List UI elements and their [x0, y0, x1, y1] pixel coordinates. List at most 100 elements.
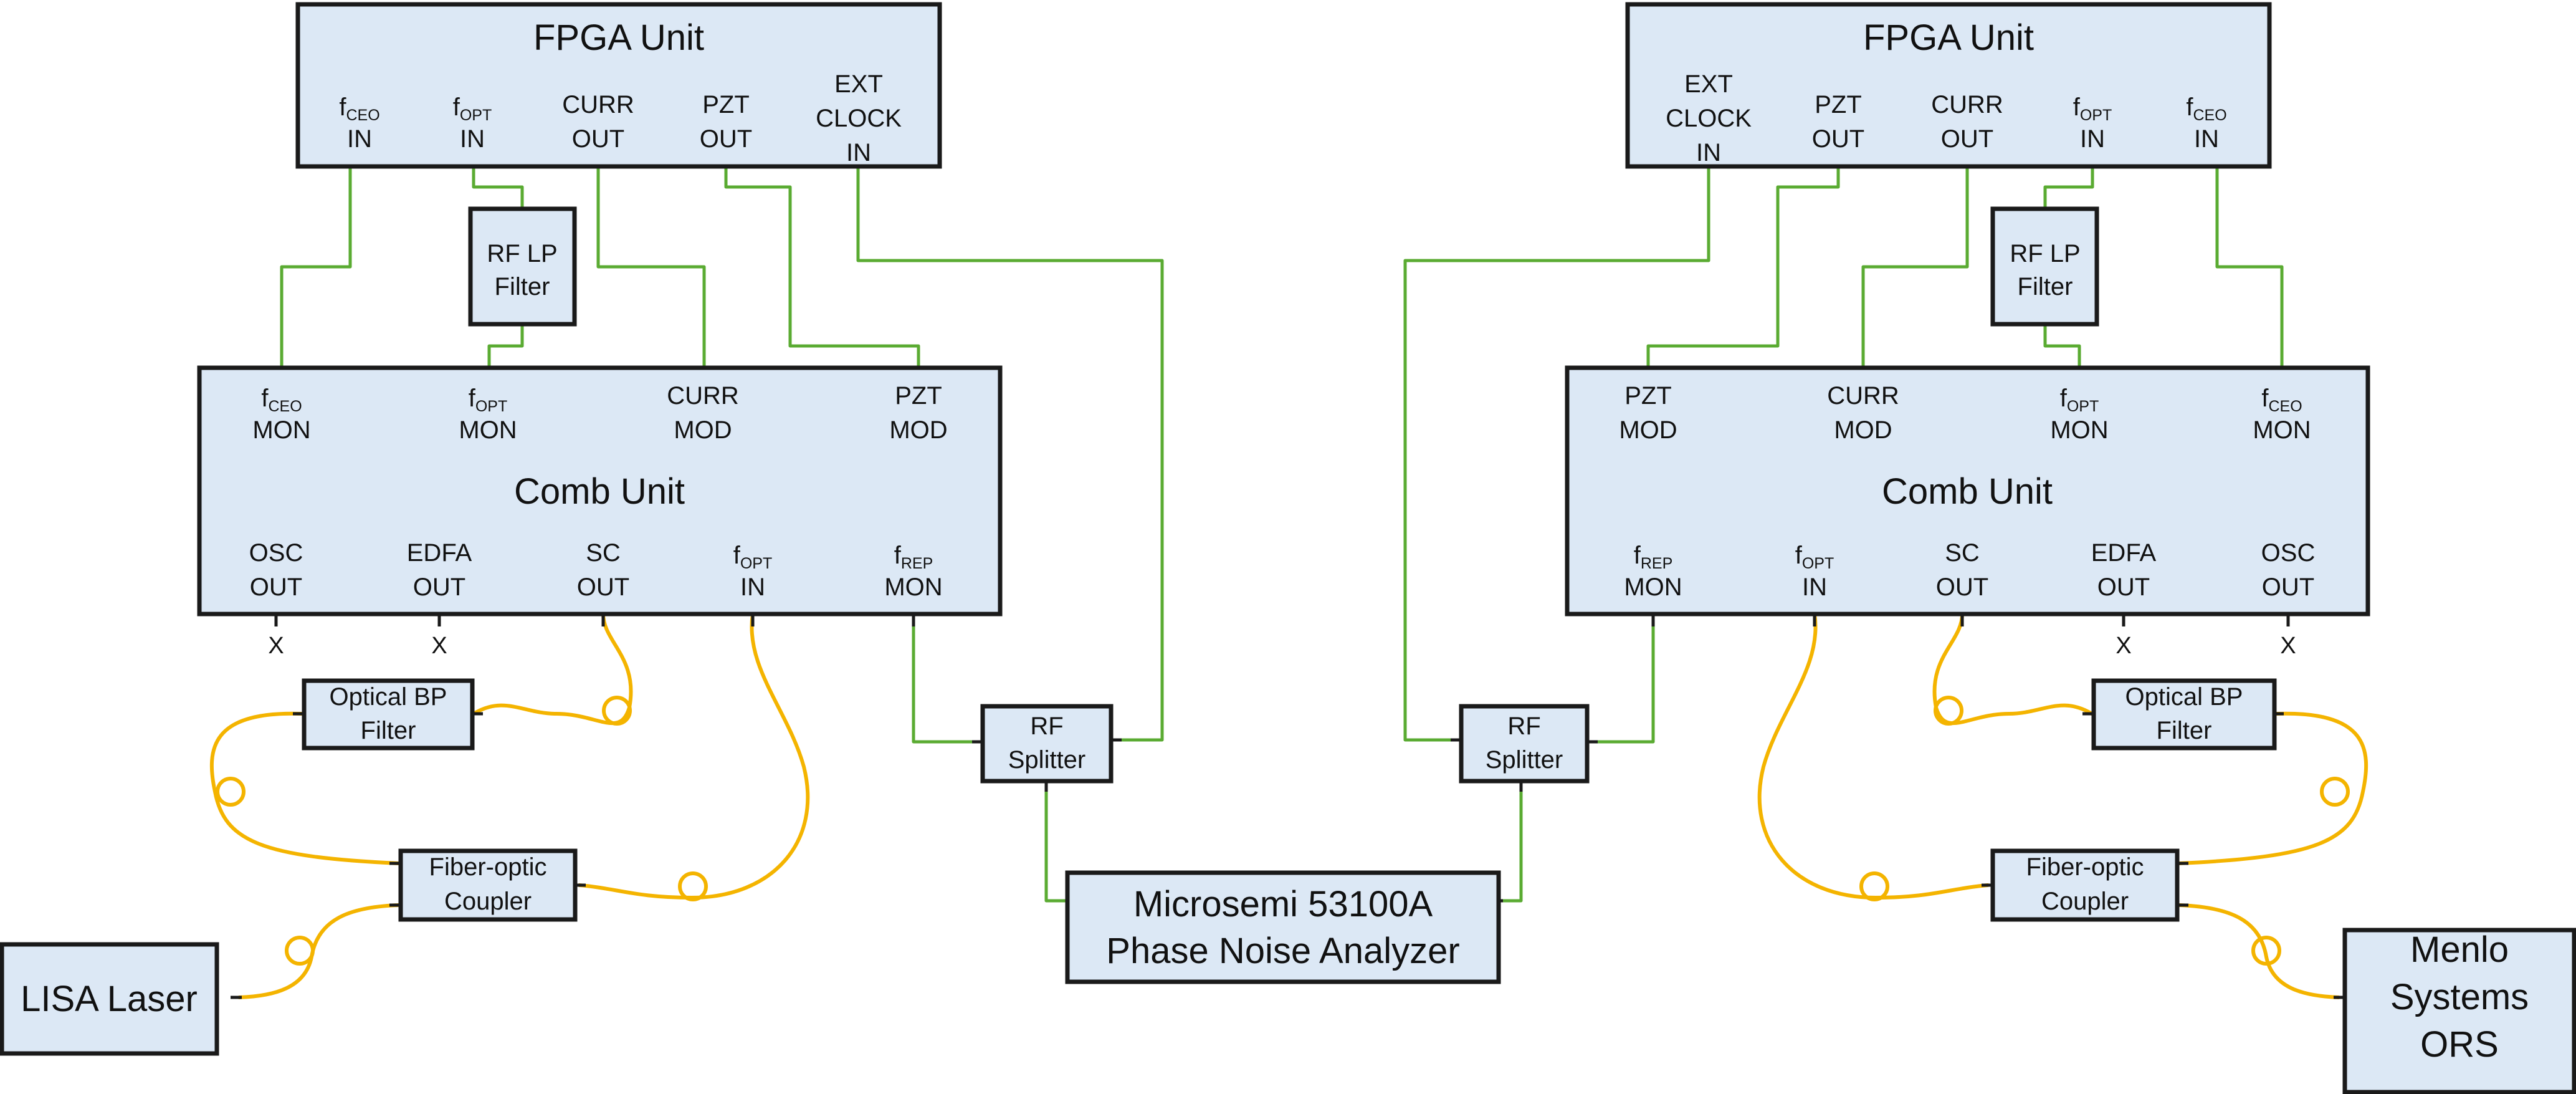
fiber-left-loop-fopt	[678, 871, 708, 901]
lisa-laser: LISA Laser	[0, 942, 219, 1056]
cable-right-filter-to-comb	[2043, 324, 2081, 368]
unconnected-right-osc: X	[2280, 633, 2296, 659]
left-optical-bp-filter: Optical BP Filter	[302, 678, 475, 751]
right-fpga-title: FPGA Unit	[1863, 17, 2034, 58]
svg-text:Systems: Systems	[2390, 977, 2529, 1017]
svg-text:ORS: ORS	[2420, 1024, 2499, 1065]
fiber-left-coupler-to-laser	[237, 903, 401, 999]
right-rf-lp-filter: RF LP Filter	[1990, 206, 2099, 327]
svg-text:Coupler: Coupler	[2041, 888, 2129, 915]
menlo-systems-ors: Menlo Systems ORS	[2342, 928, 2576, 1094]
fiber-right-loop-bp	[2320, 777, 2350, 807]
fiber-right-bp-to-coupler	[2177, 711, 2368, 865]
fiber-left-bp-to-coupler	[209, 711, 401, 865]
cable-left-filter-to-comb	[487, 324, 524, 368]
svg-text:RF: RF	[1507, 713, 1540, 740]
unconnected-left-edfa: X	[431, 633, 447, 659]
cable-left-fceo	[280, 166, 352, 368]
rf-cables	[280, 166, 2284, 903]
cable-left-frep-to-splitter	[912, 614, 980, 744]
unconnected-right-edfa: X	[2116, 633, 2131, 659]
fiber-right-loop-fopt	[1859, 871, 1889, 901]
fiber-right-coupler-to-ors	[2177, 903, 2340, 999]
cable-left-ext-clock	[856, 166, 1164, 742]
cable-right-ext-clock	[1403, 166, 1710, 742]
left-fpga-title: FPGA Unit	[533, 17, 704, 58]
svg-text:Menlo: Menlo	[2410, 929, 2509, 970]
svg-text:Filter: Filter	[2018, 273, 2073, 300]
phase-noise-analyzer: Microsemi 53100A Phase Noise Analyzer	[1065, 870, 1501, 984]
unconnected-left-osc: X	[268, 633, 284, 659]
svg-text:Filter: Filter	[495, 273, 550, 300]
cable-right-splitter-to-analyzer	[1499, 781, 1523, 903]
right-comb-title: Comb Unit	[1882, 471, 2053, 512]
fiber-left-loop-laser	[285, 936, 315, 966]
right-fiber-optic-coupler: Fiber-optic Coupler	[1990, 848, 2180, 922]
svg-text:RF LP: RF LP	[2010, 240, 2080, 267]
cable-right-fopt-to-filter	[2043, 166, 2094, 209]
cable-right-fceo	[2215, 166, 2284, 368]
svg-text:Filter: Filter	[361, 717, 416, 744]
left-fiber-optic-coupler: Fiber-optic Coupler	[398, 848, 578, 922]
right-optical-bp-filter: Optical BP Filter	[2091, 678, 2277, 751]
svg-text:RF: RF	[1030, 713, 1063, 740]
right-rf-splitter: RF Splitter	[1459, 704, 1590, 784]
fiber-left-fopt-in	[578, 612, 810, 900]
cable-left-splitter-to-analyzer	[1044, 781, 1067, 903]
svg-text:RF LP: RF LP	[487, 240, 557, 267]
cable-left-curr	[596, 166, 706, 368]
left-comb-title: Comb Unit	[514, 471, 685, 512]
left-rf-lp-filter: RF LP Filter	[468, 206, 577, 327]
svg-text:Splitter: Splitter	[1008, 746, 1086, 774]
svg-text:Filter: Filter	[2157, 717, 2212, 744]
fiber-left-loop-bp	[216, 777, 246, 807]
svg-text:Optical BP: Optical BP	[2125, 683, 2243, 711]
fiber-right-loop-sc	[1934, 696, 1963, 726]
cable-right-frep-to-splitter	[1589, 614, 1655, 744]
cable-left-pzt	[724, 166, 920, 368]
cable-left-fopt-to-filter	[472, 166, 524, 209]
svg-text:Fiber-optic: Fiber-optic	[2026, 853, 2144, 881]
fiber-left-sc-to-bp	[472, 612, 633, 726]
svg-text:LISA Laser: LISA Laser	[21, 979, 198, 1019]
svg-text:Phase Noise Analyzer: Phase Noise Analyzer	[1106, 931, 1459, 971]
cable-right-curr	[1861, 166, 1969, 368]
fiber-right-loop-ors	[2251, 936, 2281, 966]
fiber-right-fopt-in	[1757, 612, 1990, 900]
cable-right-pzt	[1646, 166, 1840, 368]
svg-text:Optical BP: Optical BP	[330, 683, 447, 711]
svg-text:Microsemi 53100A: Microsemi 53100A	[1133, 884, 1433, 924]
fiber-right-sc-to-bp	[1932, 612, 2094, 726]
